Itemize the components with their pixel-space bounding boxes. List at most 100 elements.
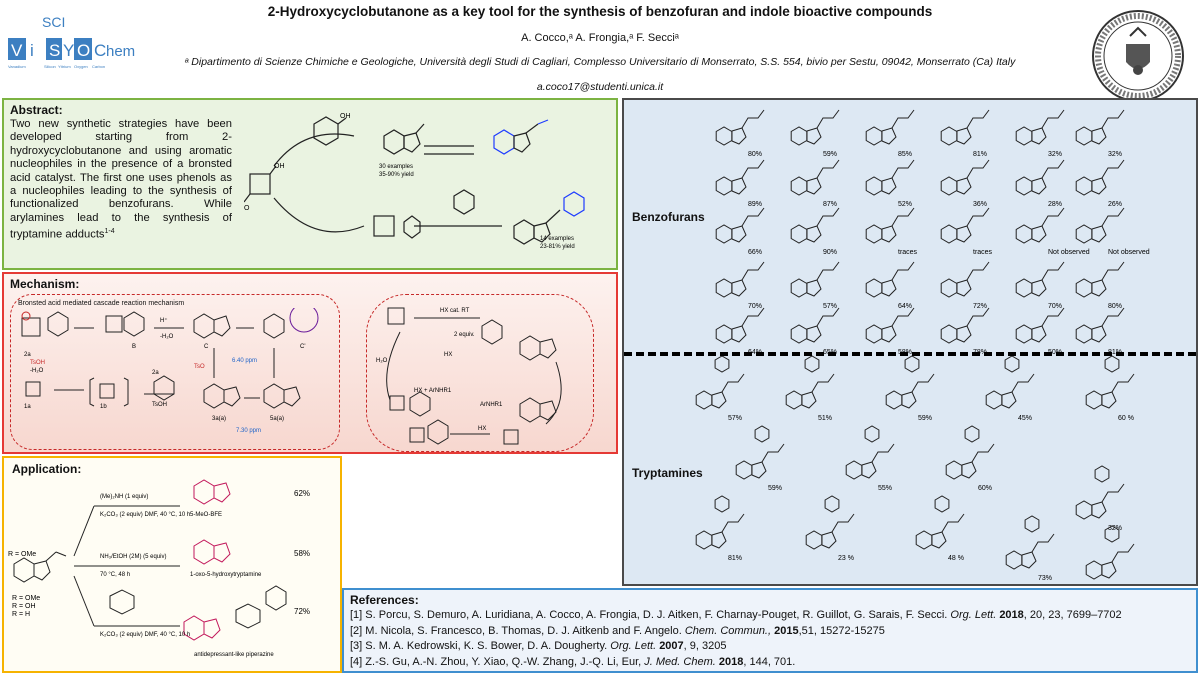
- svg-text:HX: HX: [444, 352, 452, 358]
- abstract-heading: Abstract:: [10, 103, 63, 117]
- tryptamine-11-yield: 23 %: [838, 555, 854, 562]
- route1-reagents: (Me)₂NH (1 equiv): [100, 494, 148, 500]
- poster-title: 2-Hydroxycyclobutanone as a key tool for…: [267, 4, 933, 19]
- benzofuran-19-yield: 70%: [748, 303, 762, 310]
- application-scheme: R = OMe R = OMe R = OH R = H (Me)₂NH (1 …: [8, 479, 310, 658]
- tryptamine-1: 57%: [695, 355, 745, 422]
- benzofuran-20-yield: 57%: [823, 303, 837, 310]
- mechanism-cascade-scheme: 2a TsOH -H₂O B H⁺ -H₂O C C' 1a 1b 2a TsO…: [21, 308, 319, 434]
- benzofuran-15-yield: traces: [898, 249, 918, 256]
- sci-visyochem-logo: SCI V i S Y O C hem Vanadium Silicon Ytt…: [6, 14, 146, 82]
- tryptamine-13-yield: 73%: [1038, 575, 1052, 582]
- svg-text:Carbon: Carbon: [92, 64, 105, 69]
- benzofuran-18: Not observed: [1075, 207, 1150, 256]
- benzofuran-26: 65%: [790, 307, 840, 356]
- svg-text:C: C: [204, 344, 209, 350]
- svg-text:-H₂O: -H₂O: [30, 368, 44, 374]
- benzofuran-tryptamine-divider: [624, 352, 1196, 356]
- svg-text:ArNHR1: ArNHR1: [480, 402, 503, 408]
- mechanism-catalytic-cycle-box: [366, 294, 594, 452]
- benzofuran-22-yield: 72%: [973, 303, 987, 310]
- tryptamine-8: 60%: [945, 425, 995, 492]
- benzofuran-4: 81%: [940, 109, 990, 158]
- benzofuran-5: 32%: [1015, 109, 1065, 158]
- benzofuran-3-yield: 85%: [898, 151, 912, 158]
- logo-letter-y: Y: [63, 41, 74, 60]
- benzofuran-18-yield: Not observed: [1108, 249, 1150, 256]
- tryptamine-5: 60 %: [1085, 355, 1135, 422]
- tryptamine-3: 59%: [885, 355, 935, 422]
- application-panel: Application: R = OMe R = OMe R = OH R = …: [2, 456, 342, 673]
- svg-text:HX + ArNHR1: HX + ArNHR1: [414, 388, 452, 394]
- svg-text:OH: OH: [340, 113, 351, 120]
- svg-text:1b: 1b: [100, 404, 107, 410]
- benzofuran-6-yield: 32%: [1108, 151, 1122, 158]
- tryptamine-11: 23 %: [805, 495, 855, 562]
- benzofuran-1-yield: 80%: [748, 151, 762, 158]
- benzofuran-27: 58%: [865, 307, 915, 356]
- contact-email[interactable]: a.coco17@studenti.unica.it: [536, 81, 664, 93]
- abstract-examples-2: 14 examples: [540, 236, 574, 242]
- route1-conditions: K₂CO₃ (2 equiv) DMF, 40 °C, 10 h: [100, 512, 190, 518]
- tryptamine-5-yield: 60 %: [1118, 415, 1134, 422]
- benzofuran-2-yield: 59%: [823, 151, 837, 158]
- benzofuran-25: 64%: [715, 307, 765, 356]
- svg-text:1a: 1a: [24, 404, 31, 410]
- logo-letter-o: O: [77, 41, 90, 60]
- svg-text:3a(a): 3a(a): [212, 416, 226, 422]
- benzofuran-11: 28%: [1015, 159, 1065, 208]
- svg-text:2a: 2a: [24, 352, 31, 358]
- mechanism-heading: Mechanism:: [10, 277, 80, 291]
- tryptamine-6-yield: 59%: [768, 485, 782, 492]
- r-group-ome: R = OMe: [12, 595, 40, 602]
- svg-text:6.40 ppm: 6.40 ppm: [232, 358, 257, 364]
- benzofuran-9-yield: 52%: [898, 201, 912, 208]
- logo-letter-v: V: [11, 41, 23, 60]
- benzofuran-8: 87%: [790, 159, 840, 208]
- benzofuran-11-yield: 28%: [1048, 201, 1062, 208]
- tryptamine-6: 59%: [735, 425, 785, 492]
- route2-conditions: 70 °C, 48 h: [100, 572, 130, 578]
- benzofuran-9: 52%: [865, 159, 915, 208]
- benzofuran-24-yield: 80%: [1108, 303, 1122, 310]
- benzofuran-10: 36%: [940, 159, 990, 208]
- benzofuran-20: 57%: [790, 261, 840, 310]
- benzofuran-14-yield: 90%: [823, 249, 837, 256]
- benzofuran-21-yield: 64%: [898, 303, 912, 310]
- abstract-text: Two new synthetic strategies have been d…: [10, 118, 232, 241]
- svg-text:Vanadium: Vanadium: [8, 64, 26, 69]
- svg-text:H⁺: H⁺: [160, 317, 168, 324]
- route2-yield: 58%: [294, 549, 310, 558]
- route3-conditions: K₂CO₃ (2 equiv) DMF, 40 °C, 10 h: [100, 632, 190, 638]
- svg-text:Yttrium: Yttrium: [58, 64, 71, 69]
- benzofuran-30: 81%: [1075, 307, 1125, 356]
- svg-text:TsOH: TsOH: [152, 402, 167, 408]
- tryptamine-10-yield: 81%: [728, 555, 742, 562]
- abstract-panel: Abstract: Two new synthetic strategies h…: [2, 98, 618, 270]
- benzofuran-3: 85%: [865, 109, 915, 158]
- tryptamines-label: Tryptamines: [632, 466, 703, 480]
- svg-text:HX cat. RT: HX cat. RT: [440, 308, 470, 314]
- reference-item-1: [1] S. Porcu, S. Demuro, A. Luridiana, A…: [350, 609, 1122, 621]
- mechanism-subtitle: Bronsted acid mediated cascade reaction …: [18, 300, 185, 307]
- abstract-reaction-scheme: OH OH O 30 examples 35-90% yield 14 exam…: [244, 113, 585, 250]
- logo-element-tiles: V i S Y O C hem Vanadium Silicon Yttrium…: [8, 38, 135, 69]
- benzofuran-19: 70%: [715, 261, 765, 310]
- benzofuran-17-yield: Not observed: [1048, 249, 1090, 256]
- abstract-yield-1: 35-90% yield: [379, 172, 414, 178]
- reference-item-2: [2] M. Nicola, S. Francesco, B. Thomas, …: [350, 624, 885, 637]
- svg-text:-H₂O: -H₂O: [160, 334, 174, 340]
- benzofuran-23: 70%: [1015, 261, 1065, 310]
- benzofuran-12: 26%: [1075, 159, 1125, 208]
- benzofuran-22: 72%: [940, 261, 990, 310]
- r-group-h: R = H: [12, 611, 30, 618]
- logo-letter-hem: hem: [106, 43, 135, 60]
- logo-letter-s: S: [49, 41, 60, 60]
- benzofuran-13-yield: 66%: [748, 249, 762, 256]
- svg-text:Oxygen: Oxygen: [74, 64, 88, 69]
- benzofuran-16: traces: [940, 207, 993, 256]
- svg-text:C': C': [300, 344, 305, 350]
- benzofuran-13: 66%: [715, 207, 765, 256]
- mechanism-cascade-box: [10, 294, 340, 450]
- benzofuran-14: 90%: [790, 207, 840, 256]
